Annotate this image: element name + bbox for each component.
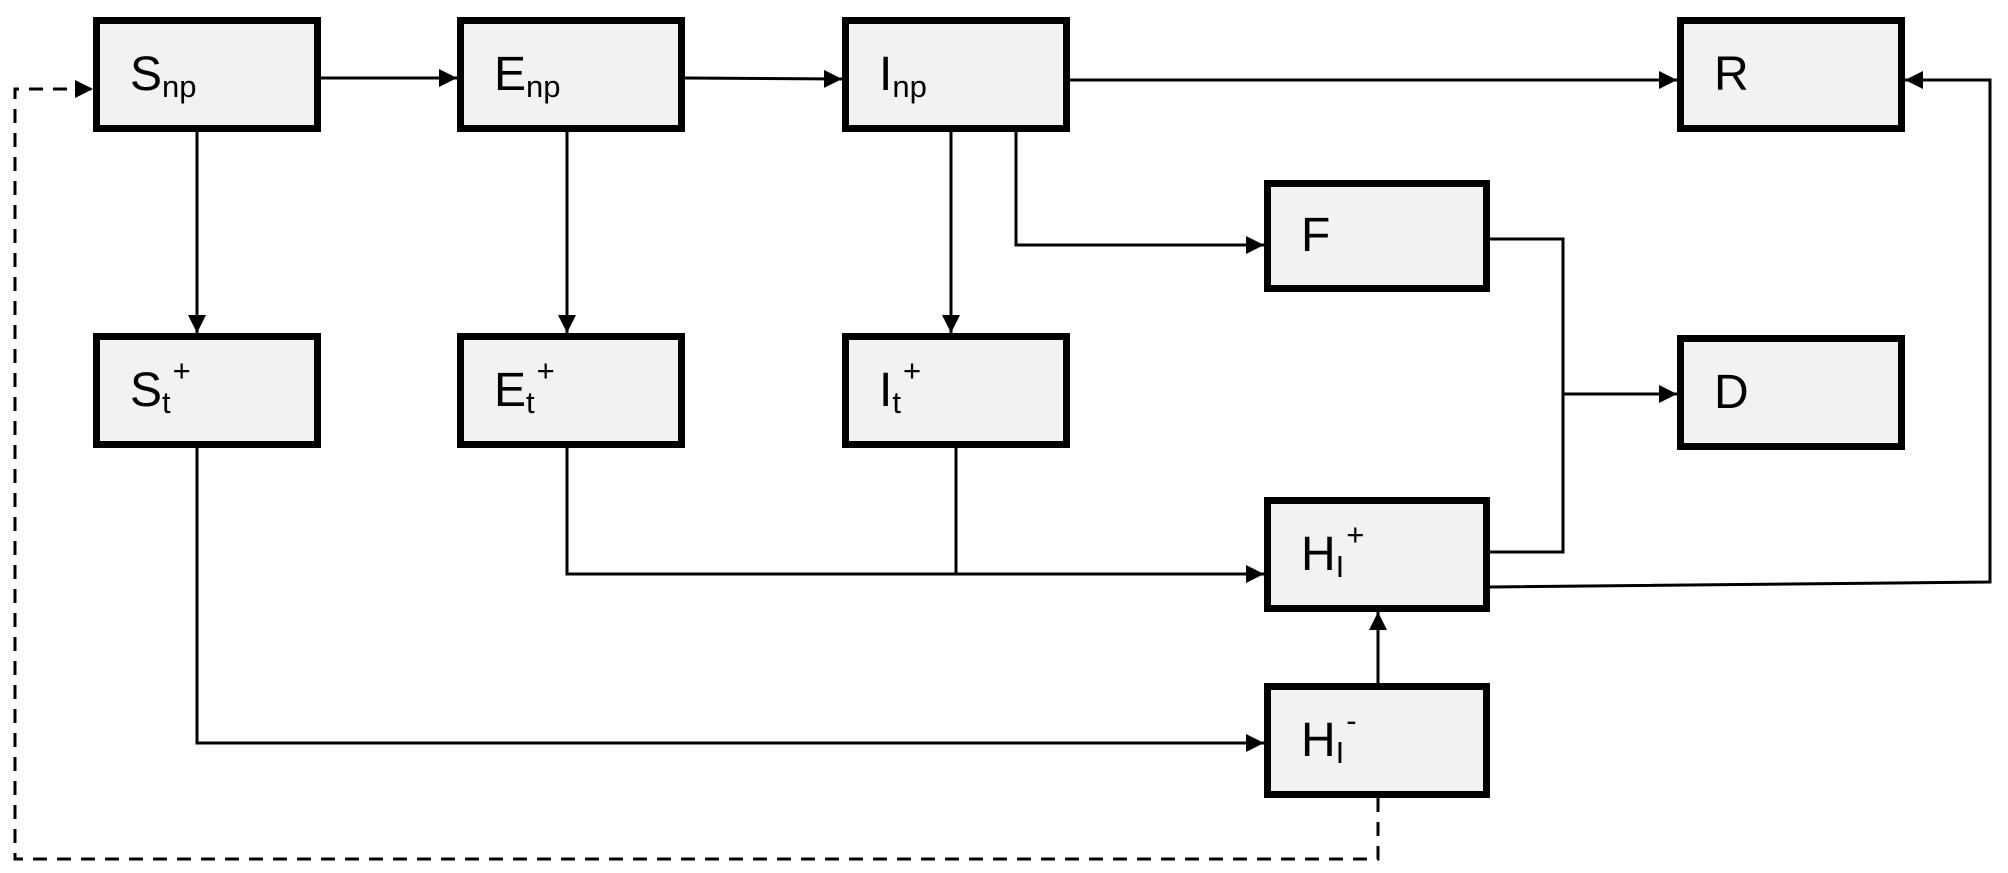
node-hi-minus-superscript: - <box>1346 703 1357 738</box>
edge-st-to-him <box>195 448 1264 752</box>
node-enp-subscript: np <box>526 69 561 104</box>
node-f-label: F <box>1301 209 1331 262</box>
node-d: D <box>1677 335 1905 450</box>
edge-enp-to-inp <box>684 69 843 88</box>
node-et-label: E <box>494 363 527 417</box>
node-st-subscript: t <box>162 385 171 420</box>
edge-inp-to-f <box>1014 132 1264 254</box>
node-enp-label: E <box>494 47 527 101</box>
node-hi-plus-subscript: I <box>1335 549 1345 584</box>
edge-him-to-snp <box>13 80 1380 861</box>
node-hi-minus-label: H <box>1301 713 1336 767</box>
node-inp-subscript: np <box>892 69 927 104</box>
edge-et-to-hip <box>565 448 1264 583</box>
node-hi-plus-label: H <box>1301 527 1336 581</box>
node-d-label: D <box>1714 365 1749 419</box>
node-inp-label: I <box>879 47 893 101</box>
node-r: R <box>1677 17 1905 132</box>
node-et-superscript: + <box>536 353 555 388</box>
node-r-label: R <box>1714 47 1749 101</box>
node-it-subscript: t <box>892 385 901 420</box>
node-hi-plus-superscript: + <box>1346 517 1365 552</box>
edge-hip-to-r <box>1489 71 1992 589</box>
edge-hip-to-d <box>1490 394 1565 554</box>
node-it-superscript: + <box>902 353 922 388</box>
node-snp-label: S <box>130 47 163 101</box>
node-snp-subscript: np <box>162 69 197 104</box>
node-f: F <box>1264 180 1490 292</box>
node-et-subscript: t <box>526 385 535 420</box>
edge-f-to-d <box>1490 237 1677 403</box>
node-st-label: S <box>130 363 163 417</box>
node-hi-minus-subscript: I <box>1335 735 1345 770</box>
node-it-label: I <box>879 363 893 417</box>
node-st-superscript: + <box>172 353 191 388</box>
